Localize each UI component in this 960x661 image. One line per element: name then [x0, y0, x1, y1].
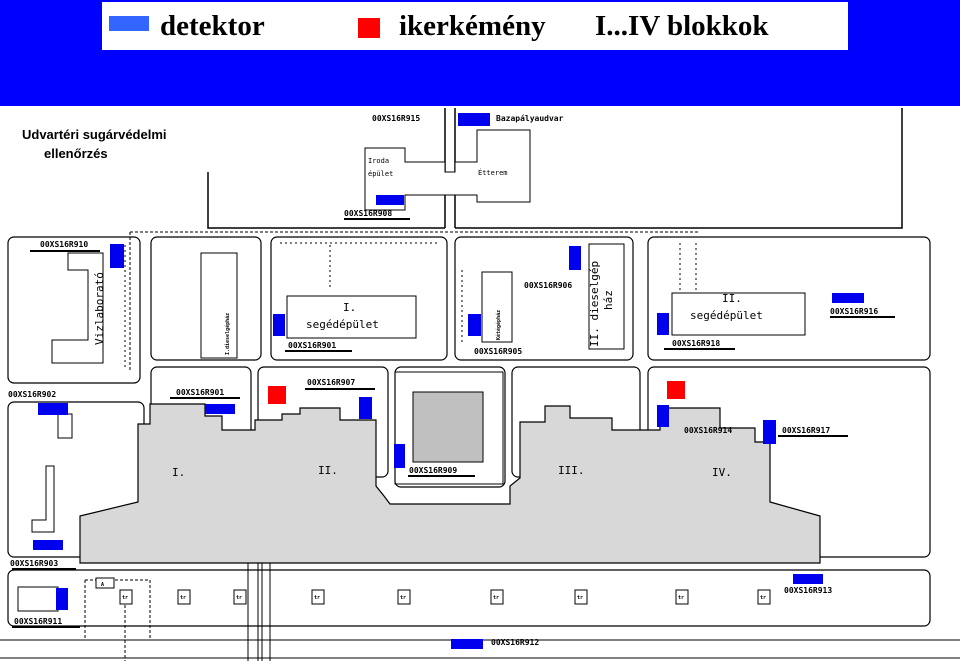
detector-901 — [205, 404, 235, 414]
diesel-2-building — [588, 243, 625, 350]
office-label-2: épület — [368, 170, 393, 178]
detector-label-908: 00XS16R908 — [344, 209, 392, 218]
tr-label: tr — [314, 595, 320, 601]
detector-918 — [657, 313, 669, 335]
transformer-labels: tr tr tr tr tr tr tr tr tr — [122, 595, 766, 601]
detector-903 — [33, 540, 63, 550]
detector-910 — [110, 244, 124, 268]
detector-913 — [793, 574, 823, 584]
chimney-1 — [268, 386, 286, 404]
detector-label-901b: 00XS16R901 — [288, 341, 336, 350]
aux-building-2-label-1: II. — [722, 292, 742, 305]
gate-label: A — [101, 582, 104, 588]
detector-908 — [376, 195, 404, 205]
detector-label-909: 00XS16R909 — [409, 466, 457, 475]
aux-building-1-label-1: I. — [343, 301, 356, 314]
water-lab-label: Vizlaborató — [93, 272, 106, 345]
railway-band — [7, 569, 931, 627]
detector-label-902: 00XS16R902 — [8, 390, 56, 399]
reactor-blocks — [79, 403, 821, 564]
detector-legend-label: detektor — [160, 10, 265, 42]
left-small-buildings — [31, 413, 73, 533]
detector-909 — [394, 444, 405, 468]
detector-902 — [38, 403, 68, 415]
detector-label-901: 00XS16R901 — [176, 388, 224, 397]
diesel-1-label: I.dieselgépház — [224, 313, 231, 355]
detector-912 — [451, 639, 483, 649]
sw-building — [17, 586, 59, 612]
legend-box: detektor ikerkémény I...IV blokkok — [102, 2, 848, 50]
yard-boundary — [129, 231, 700, 370]
detector-label-918: 00XS16R918 — [672, 339, 720, 348]
detector-label-910: 00XS16R910 — [40, 240, 88, 249]
detector-916 — [832, 293, 864, 303]
map-title-line1: Udvartéri sugárvédelmi — [22, 127, 167, 142]
detector-label-916: 00XS16R916 — [830, 307, 878, 316]
aux-building-1 — [286, 295, 417, 339]
tr-label: tr — [760, 595, 766, 601]
tr-label: tr — [400, 595, 406, 601]
blocks-legend-label: I...IV blokkok — [595, 10, 769, 42]
water-lab-building — [51, 252, 104, 364]
restaurant-label: Étterem — [478, 168, 508, 177]
dotted-lines — [124, 242, 697, 370]
site-map: Udvartéri sugárvédelmi ellenőrzés Iroda … — [0, 106, 960, 661]
detector-label-907: 00XS16R907 — [307, 378, 355, 387]
detector-901b — [273, 314, 285, 336]
tr-label: tr — [577, 595, 583, 601]
tr-label: tr — [678, 595, 684, 601]
detector-911 — [56, 588, 68, 610]
tr-label: tr — [122, 595, 128, 601]
detectors — [33, 113, 864, 649]
detector-907 — [359, 397, 372, 419]
block-label-1: I. — [172, 466, 185, 479]
rail-station-label: Bazapályaudvar — [496, 114, 564, 123]
map-title-line2: ellenőrzés — [44, 146, 108, 161]
aux-building-1-label-2: segédépület — [306, 318, 379, 331]
upper-plots — [7, 236, 931, 384]
detector-906 — [569, 246, 581, 270]
small-building-label: Kétégépház — [495, 310, 502, 340]
diesel-1-building — [200, 252, 238, 359]
detector-label-911: 00XS16R911 — [14, 617, 62, 626]
reactor-hall — [412, 391, 484, 463]
office-building — [364, 129, 531, 211]
legend-banner: detektor ikerkémény I...IV blokkok — [0, 0, 960, 106]
tr-label: tr — [180, 595, 186, 601]
detector-label-914: 00XS16R914 — [684, 426, 732, 435]
gate-box — [95, 577, 115, 589]
detector-label-906: 00XS16R906 — [524, 281, 572, 290]
block-label-3: III. — [558, 464, 585, 477]
chimney-2 — [667, 381, 685, 399]
label-underlines — [12, 218, 895, 628]
transformer-boxes — [119, 589, 771, 605]
diesel-2-label-1: II. dieselgép — [588, 261, 601, 347]
office-label-1: Iroda — [368, 157, 389, 165]
detector-905 — [468, 314, 481, 336]
small-building — [481, 271, 513, 343]
detector-915 — [458, 113, 490, 126]
aux-building-2-label-2: segédépület — [690, 309, 763, 322]
detector-label-905: 00XS16R905 — [474, 347, 522, 356]
chimney-legend-swatch — [358, 18, 380, 38]
tr-label: tr — [493, 595, 499, 601]
block-label-4: IV. — [712, 466, 732, 479]
detector-914 — [657, 405, 669, 427]
tr-label: tr — [236, 595, 242, 601]
detector-label-917: 00XS16R917 — [782, 426, 830, 435]
diesel-2-label-2: ház — [602, 290, 615, 310]
aux-building-2 — [671, 292, 806, 336]
detector-label-912: 00XS16R912 — [491, 638, 539, 647]
detector-label-915: 00XS16R915 — [372, 114, 420, 123]
block-label-2: II. — [318, 464, 338, 477]
detector-label-913: 00XS16R913 — [784, 586, 832, 595]
detector-917 — [763, 420, 776, 444]
chimney-legend-label: ikerkémény — [399, 10, 546, 42]
detector-legend-swatch — [109, 16, 149, 31]
detector-label-903: 00XS16R903 — [10, 559, 58, 568]
